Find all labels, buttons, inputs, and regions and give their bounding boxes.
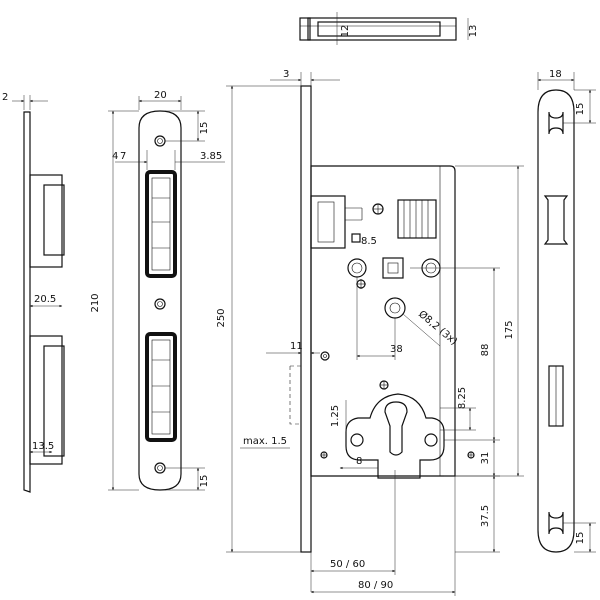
dim-front-15-bottom: 15 — [575, 532, 586, 545]
dim-strike-15-bottom: 15 — [199, 475, 210, 488]
dim-strike-7: 7 — [120, 151, 126, 162]
dim-side-13-5: 13.5 — [32, 441, 54, 452]
dim-side-2: 2 — [2, 92, 8, 103]
strike-plate: 20 15 4 7 3.85 210 15 — [90, 90, 225, 491]
dim-body-11: 11 — [290, 341, 303, 352]
dim-body-38: 38 — [390, 344, 403, 355]
faceplate-view: 18 15 15 — [537, 69, 596, 553]
dim-body-8-5: 8.5 — [361, 236, 377, 247]
dim-body-1-25: 1.25 — [330, 405, 341, 427]
dim-body-250: 250 — [216, 308, 227, 327]
side-view: 2 20.5 13.5 — [2, 92, 65, 493]
dim-body-3: 3 — [283, 69, 289, 80]
dim-front-15-top: 15 — [575, 103, 586, 116]
lock-body: 8.5 Ø8,2 (3x) 38 — [216, 69, 524, 596]
dim-body-8-25: 8.25 — [457, 387, 468, 409]
dim-top-13: 13 — [468, 25, 479, 38]
dim-body-8: 8 — [356, 456, 362, 467]
dim-body-phi: Ø8,2 (3x) — [416, 308, 460, 347]
dim-side-20-5: 20.5 — [34, 294, 56, 305]
dim-body-37-5: 37.5 — [480, 505, 491, 527]
dim-body-88: 88 — [480, 344, 491, 357]
dim-body-80-90: 80 / 90 — [358, 580, 393, 591]
dim-strike-3-85: 3.85 — [200, 151, 222, 162]
dim-body-175: 175 — [504, 320, 515, 339]
dim-strike-4: 4 — [112, 151, 118, 162]
dim-top-12: 12 — [340, 25, 351, 38]
dim-body-31: 31 — [480, 452, 491, 465]
dim-strike-15-top: 15 — [199, 122, 210, 135]
top-view: 12 13 — [299, 12, 479, 45]
dim-strike-210: 210 — [90, 293, 101, 312]
dim-strike-20: 20 — [154, 90, 167, 101]
dim-body-50-60: 50 / 60 — [330, 559, 365, 570]
dim-front-18: 18 — [549, 69, 562, 80]
dim-body-max: max. 1.5 — [243, 436, 287, 447]
